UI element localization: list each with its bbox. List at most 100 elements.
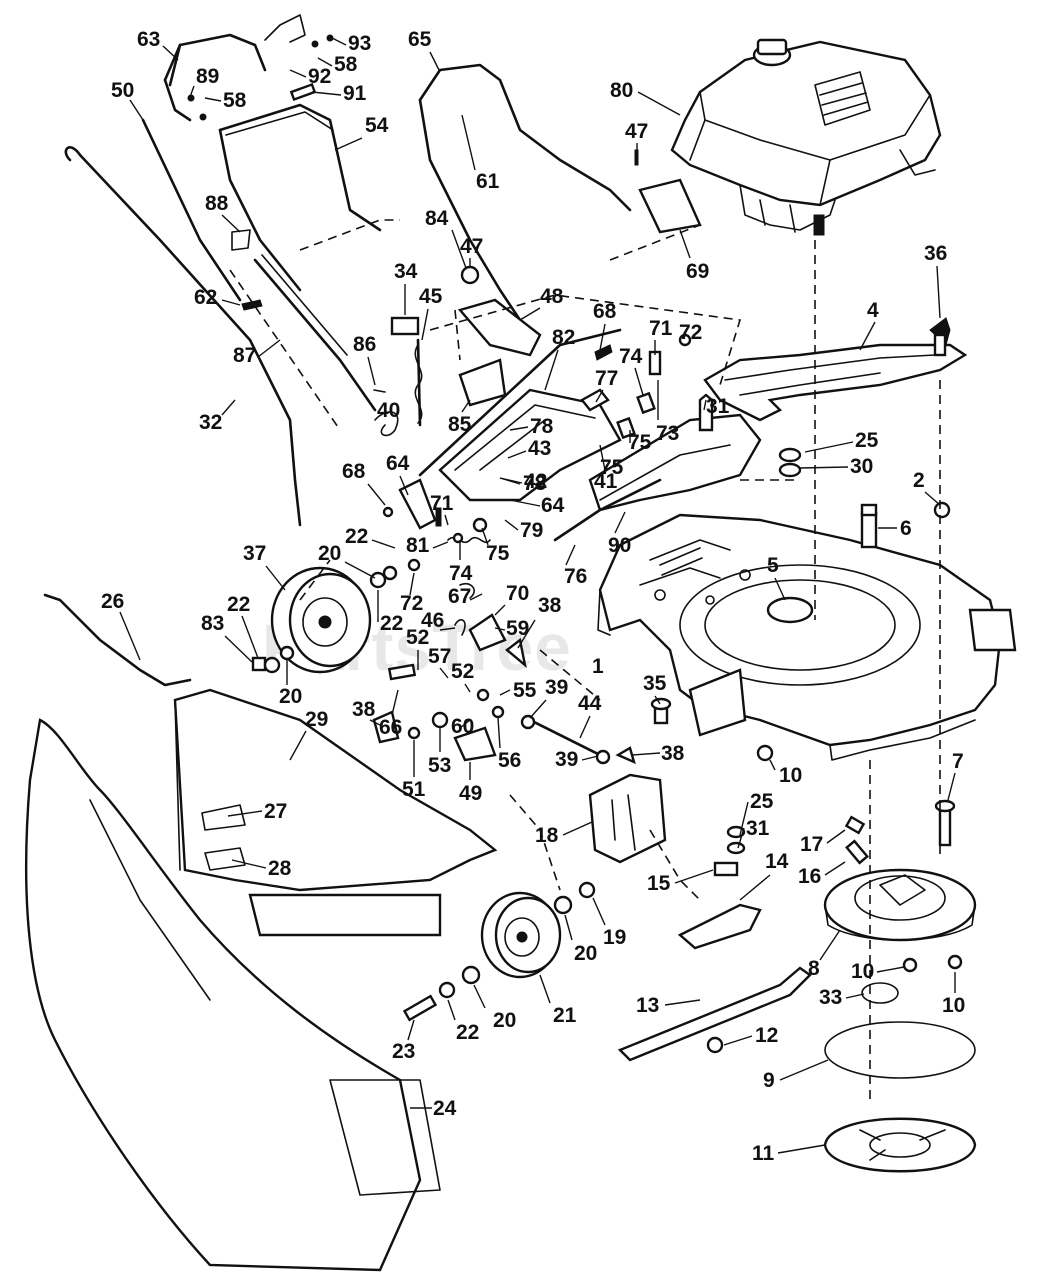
callout-25b: 25 (739, 790, 774, 836)
svg-text:88: 88 (205, 192, 229, 215)
svg-text:25: 25 (750, 790, 774, 813)
callout-88: 88 (205, 192, 241, 233)
svg-text:38: 38 (352, 698, 376, 721)
svg-text:2: 2 (913, 469, 925, 492)
callout-47b: 47 (460, 235, 483, 268)
svg-text:35: 35 (643, 672, 667, 695)
svg-text:23: 23 (392, 1040, 415, 1063)
svg-text:33: 33 (819, 986, 842, 1009)
svg-text:75: 75 (486, 542, 510, 565)
mower-deck (597, 513, 1017, 761)
svg-text:11: 11 (752, 1142, 775, 1165)
svg-text:70: 70 (506, 582, 529, 605)
callout-70: 70 (494, 582, 529, 616)
callout-32: 32 (199, 399, 236, 434)
callout-92: 92 (289, 65, 331, 88)
engine (670, 38, 942, 236)
callout-85: 85 (448, 399, 472, 436)
callout-10a: 10 (769, 759, 802, 787)
rear-wheel-37 (270, 566, 372, 674)
callout-11: 11 (752, 1142, 826, 1165)
svg-text:78: 78 (530, 415, 554, 438)
pan-11 (823, 1117, 977, 1173)
lift-rod-32 (64, 146, 302, 527)
callout-71b: 71 (430, 492, 454, 526)
callouts: 1 2 4 5 6 7 8 9 10 10 10 11 12 13 14 15 … (101, 28, 965, 1165)
svg-text:47: 47 (625, 120, 648, 143)
callout-55: 55 (499, 679, 537, 702)
svg-text:91: 91 (343, 82, 367, 105)
block-34 (390, 316, 420, 336)
callout-81: 81 (406, 534, 449, 557)
callout-2: 2 (913, 469, 941, 506)
svg-text:9: 9 (763, 1069, 775, 1092)
callout-12: 12 (723, 1024, 778, 1047)
callout-22c: 22 (377, 590, 403, 635)
callout-67: 67 (448, 585, 483, 608)
svg-text:22: 22 (227, 593, 250, 616)
svg-text:53: 53 (428, 754, 451, 777)
callout-58b: 58 (204, 89, 247, 112)
callout-63: 63 (137, 28, 179, 61)
callout-48: 48 (519, 285, 564, 321)
callout-19: 19 (592, 897, 626, 949)
svg-text:63: 63 (137, 28, 160, 51)
svg-text:4: 4 (867, 299, 879, 322)
svg-text:20: 20 (279, 685, 302, 708)
callout-20b: 20 (279, 660, 302, 708)
callout-73: 73 (656, 380, 679, 445)
callout-58a: 58 (317, 53, 358, 76)
callout-50: 50 (111, 79, 144, 121)
callout-38b: 38 (352, 698, 381, 726)
callout-71a: 71 (649, 317, 673, 355)
callout-66: 66 (379, 689, 402, 739)
svg-text:58: 58 (334, 53, 358, 76)
callout-90: 90 (608, 511, 631, 557)
callout-31a: 31 (703, 395, 730, 418)
svg-text:18: 18 (535, 824, 559, 847)
callout-20a: 20 (318, 542, 376, 579)
svg-text:61: 61 (476, 170, 500, 193)
callout-52a: 52 (406, 626, 429, 670)
callout-44: 44 (578, 692, 602, 739)
callout-41: 41 (594, 444, 618, 493)
callout-93: 93 (331, 32, 371, 55)
svg-text:86: 86 (353, 333, 376, 356)
svg-text:84: 84 (425, 207, 449, 230)
svg-text:55: 55 (513, 679, 537, 702)
callout-36: 36 (924, 242, 947, 319)
svg-text:65: 65 (408, 28, 432, 51)
svg-text:20: 20 (493, 1009, 516, 1032)
main-handle-loop (218, 103, 382, 292)
callout-46: 46 (421, 609, 456, 632)
svg-text:32: 32 (199, 411, 222, 434)
callout-26: 26 (101, 590, 141, 661)
callout-37: 37 (243, 542, 286, 591)
callout-69: 69 (679, 229, 709, 283)
axle-rod (418, 328, 662, 542)
svg-text:37: 37 (243, 542, 266, 565)
callout-27: 27 (227, 800, 287, 823)
svg-text:51: 51 (402, 778, 426, 801)
callout-25a: 25 (804, 429, 879, 453)
callout-75c: 75 (481, 527, 510, 565)
svg-text:90: 90 (608, 534, 631, 557)
callout-23: 23 (392, 1019, 415, 1063)
washer-33 (861, 982, 899, 1004)
svg-text:79: 79 (520, 519, 543, 542)
callout-59: 59 (494, 617, 529, 640)
callout-10c: 10 (942, 972, 965, 1017)
bag-24 (24, 718, 441, 1272)
plate-69 (638, 178, 702, 234)
callout-17: 17 (800, 829, 846, 856)
callout-80: 80 (610, 79, 681, 116)
callout-62: 62 (194, 286, 241, 309)
svg-text:44: 44 (578, 692, 602, 715)
baffle-18 (588, 773, 667, 864)
svg-text:39: 39 (545, 676, 568, 699)
callout-78a: 78 (509, 415, 554, 438)
svg-text:87: 87 (233, 344, 256, 367)
svg-text:45: 45 (419, 285, 443, 308)
svg-text:13: 13 (636, 994, 659, 1017)
svg-text:43: 43 (528, 437, 551, 460)
